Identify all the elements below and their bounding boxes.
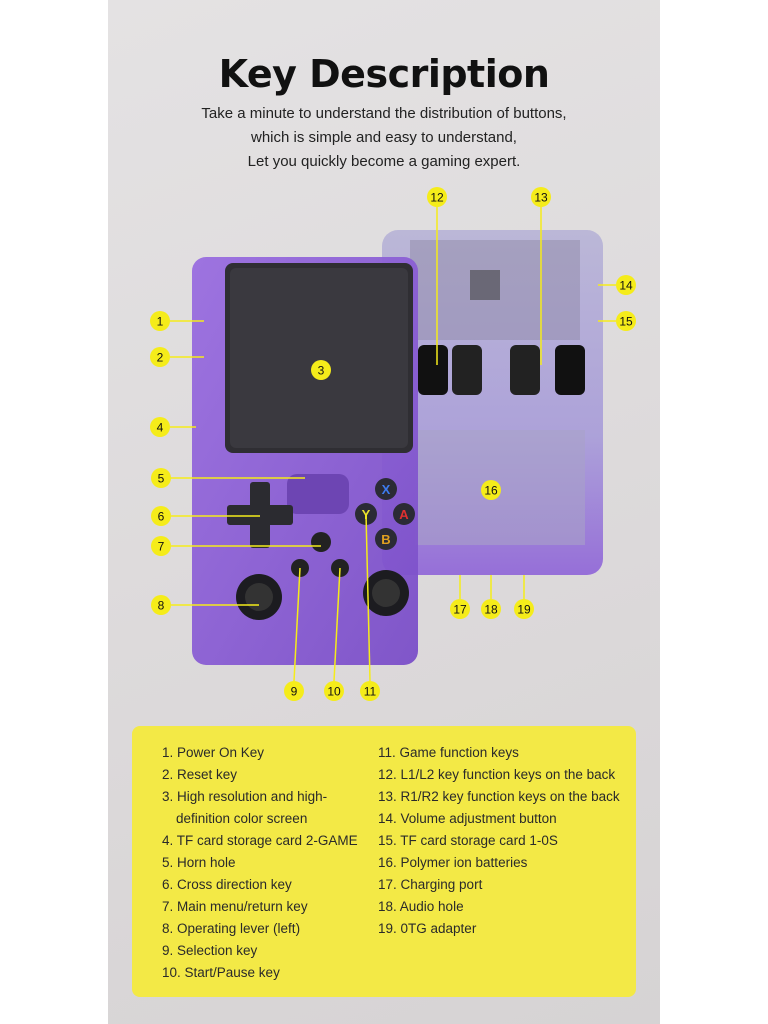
legend-item: 11. Game function keys — [378, 745, 519, 760]
svg-text:B: B — [381, 532, 390, 547]
callout-marker — [616, 275, 636, 295]
legend-item: 6. Cross direction key — [162, 877, 292, 892]
callout-number: 4 — [157, 421, 164, 435]
legend-item: 5. Horn hole — [162, 855, 236, 870]
legend-item: 19. 0TG adapter — [378, 921, 477, 936]
callout-marker — [151, 595, 171, 615]
r1-trigger — [510, 345, 540, 395]
callout-marker — [150, 417, 170, 437]
callout-number: 19 — [517, 603, 531, 617]
callout-number: 11 — [364, 685, 377, 699]
device-front: X Y A B — [192, 257, 418, 665]
l1-trigger — [452, 345, 482, 395]
callout-marker — [151, 506, 171, 526]
legend-left-column: 1. Power On Key 2. Reset key 3. High resol… — [162, 742, 358, 984]
legend-item: 12. L1/L2 key function keys on the back — [378, 767, 616, 782]
callout-number: 10 — [327, 685, 341, 699]
callout-number: 15 — [619, 315, 633, 329]
callout-number: 12 — [430, 191, 444, 205]
svg-text:X: X — [382, 482, 391, 497]
subtitle-line-1: Take a minute to understand the distribu… — [201, 105, 567, 122]
callout-marker — [284, 681, 304, 701]
callout-number: 16 — [484, 484, 498, 498]
legend-item: 3. High resolution and high- — [162, 789, 328, 804]
legend-item: definition color screen — [176, 811, 308, 826]
legend-item: 15. TF card storage card 1-0S — [378, 833, 558, 848]
legend-item: 1. Power On Key — [162, 745, 265, 760]
callout-marker — [450, 599, 470, 619]
callout-number: 7 — [158, 540, 165, 554]
callout-number: 6 — [158, 510, 165, 524]
legend-item: 7. Main menu/return key — [162, 899, 308, 914]
callout-number: 13 — [534, 191, 548, 205]
legend-item: 4. TF card storage card 2-GAME — [162, 833, 358, 848]
l2-trigger — [418, 345, 448, 395]
r2-trigger — [555, 345, 585, 395]
callout-marker — [481, 480, 501, 500]
callout-number: 9 — [291, 685, 298, 699]
callout-number: 17 — [453, 603, 467, 617]
callout-marker — [324, 681, 344, 701]
callout-marker — [360, 681, 380, 701]
callout-number: 3 — [318, 364, 325, 378]
legend-item: 17. Charging port — [378, 877, 483, 892]
a-button — [393, 503, 415, 525]
callout-marker — [151, 468, 171, 488]
menu-button — [311, 532, 331, 552]
callout-number: 18 — [484, 603, 498, 617]
callout-number: 14 — [619, 279, 633, 293]
legend-right-column: 11. Game function keys 12. L1/L2 key func… — [378, 742, 620, 940]
x-button — [375, 478, 397, 500]
callout-number: 1 — [157, 315, 164, 329]
callout-marker — [150, 311, 170, 331]
callout-marker — [150, 347, 170, 367]
callout-lines — [170, 207, 616, 682]
legend-item: 9. Selection key — [162, 943, 258, 958]
callout-marker — [151, 536, 171, 556]
callout-marker — [427, 187, 447, 207]
legend-item: 16. Polymer ion batteries — [378, 855, 528, 870]
legend-item: 18. Audio hole — [378, 899, 464, 914]
dpad — [227, 482, 293, 548]
legend-item: 10. Start/Pause key — [162, 965, 280, 980]
legend-item: 8. Operating lever (left) — [162, 921, 301, 936]
b-button — [375, 528, 397, 550]
key-legend: 1. Power On Key 2. Reset key 3. High resol… — [132, 726, 636, 997]
callout-marker — [531, 187, 551, 207]
legend-item: 2. Reset key — [162, 767, 238, 782]
callout-marker — [514, 599, 534, 619]
callout-marker — [311, 360, 331, 380]
svg-text:A: A — [399, 507, 409, 522]
callout-marker — [481, 599, 501, 619]
callout-number: 2 — [157, 351, 164, 365]
callout-number: 8 — [158, 599, 165, 613]
legend-item: 13. R1/R2 key function keys on the back — [378, 789, 620, 804]
legend-item: 14. Volume adjustment button — [378, 811, 557, 826]
subtitle-line-3: Let you quickly become a gaming expert. — [247, 153, 521, 170]
callout-marker — [616, 311, 636, 331]
subtitle-line-2: which is simple and easy to understand, — [251, 129, 517, 146]
speaker — [287, 474, 349, 514]
callout-number: 5 — [158, 472, 165, 486]
page-title: Key Description — [218, 52, 550, 96]
